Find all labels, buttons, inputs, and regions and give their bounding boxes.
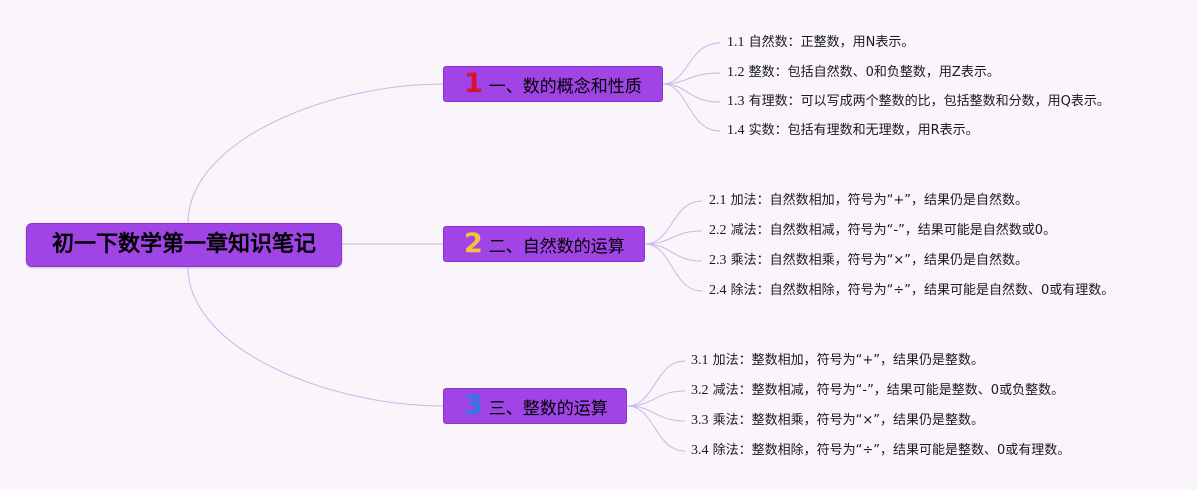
connector-branch-2-leaf-2 [644, 230, 703, 245]
branch-topic-2[interactable]: 2 二、自然数的运算 [443, 226, 645, 262]
leaf-text: 实数：包括有理数和无理数，用R表示。 [748, 123, 979, 138]
connector-branch-3-leaf-3 [626, 405, 686, 422]
leaf-topic-2-3[interactable]: 2.3 乘法：自然数相乘，符号为“×”，结果仍是自然数。 [709, 253, 1028, 269]
leaf-number: 2.4 [709, 283, 727, 298]
branch-title-1: 一、数的概念和性质 [488, 76, 642, 97]
leaf-topic-3-1[interactable]: 3.1 加法：整数相加，符号为“+”，结果仍是整数。 [691, 353, 984, 369]
connector-root-branch-1 [187, 83, 444, 224]
leaf-topic-2-4[interactable]: 2.4 除法：自然数相除，符号为“÷”，结果可能是自然数、0或有理数。 [709, 283, 1114, 299]
branch-title-3: 三、整数的运算 [488, 398, 608, 419]
leaf-text: 减法：自然数相减，符号为“-”，结果可能是自然数或0。 [730, 223, 1057, 238]
leaf-topic-1-1[interactable]: 1.1 自然数：正整数，用N表示。 [727, 35, 914, 51]
leaf-text: 乘法：整数相乘，符号为“×”，结果仍是整数。 [712, 413, 985, 428]
connector-branch-1-leaf-4 [662, 83, 721, 132]
leaf-number: 2.3 [709, 253, 727, 268]
leaf-text: 除法：自然数相除，符号为“÷”，结果可能是自然数、0或有理数。 [730, 283, 1115, 298]
leaf-text: 加法：整数相加，符号为“+”，结果仍是整数。 [712, 353, 985, 368]
leaf-text: 有理数：可以写成两个整数的比，包括整数和分数，用Q表示。 [748, 94, 1110, 109]
leaf-number: 1.2 [727, 65, 745, 80]
leaf-topic-3-3[interactable]: 3.3 乘法：整数相乘，符号为“×”，结果仍是整数。 [691, 413, 984, 429]
branch-number-1: 1 [464, 67, 483, 99]
connector-branch-3-leaf-4 [626, 405, 686, 452]
connector-branch-1-leaf-1 [662, 42, 721, 85]
leaf-topic-2-2[interactable]: 2.2 减法：自然数相减，符号为“-”，结果可能是自然数或0。 [709, 223, 1056, 239]
connector-branch-2-leaf-4 [644, 243, 703, 292]
leaf-text: 加法：自然数相加，符号为“+”，结果仍是自然数。 [730, 193, 1029, 208]
branch-number-3: 3 [464, 389, 483, 421]
leaf-text: 整数：包括自然数、0和负整数，用Z表示。 [748, 65, 1000, 80]
leaf-number: 3.1 [691, 353, 709, 368]
leaf-topic-1-4[interactable]: 1.4 实数：包括有理数和无理数，用R表示。 [727, 123, 979, 139]
connector-branch-3-leaf-1 [626, 360, 686, 407]
leaf-topic-3-4[interactable]: 3.4 除法：整数相除，符号为“÷”，结果可能是整数、0或有理数。 [691, 443, 1070, 459]
connector-branch-3-leaf-2 [626, 390, 686, 407]
leaf-text: 除法：整数相除，符号为“÷”，结果可能是整数、0或有理数。 [712, 443, 1071, 458]
leaf-number: 1.4 [727, 123, 745, 138]
leaf-topic-2-1[interactable]: 2.1 加法：自然数相加，符号为“+”，结果仍是自然数。 [709, 193, 1028, 209]
leaf-number: 3.3 [691, 413, 709, 428]
root-topic[interactable]: 初一下数学第一章知识笔记 [26, 223, 342, 267]
branch-topic-1[interactable]: 1 一、数的概念和性质 [443, 66, 663, 102]
leaf-number: 2.2 [709, 223, 727, 238]
connector-branch-2-leaf-3 [644, 243, 703, 262]
leaf-text: 自然数：正整数，用N表示。 [748, 35, 915, 50]
leaf-number: 3.2 [691, 383, 709, 398]
leaf-topic-1-3[interactable]: 1.3 有理数：可以写成两个整数的比，包括整数和分数，用Q表示。 [727, 94, 1110, 110]
branch-topic-3[interactable]: 3 三、整数的运算 [443, 388, 627, 424]
branch-title-2: 二、自然数的运算 [488, 236, 625, 257]
branch-number-2: 2 [464, 227, 483, 259]
leaf-topic-3-2[interactable]: 3.2 减法：整数相减，符号为“-”，结果可能是整数、0或负整数。 [691, 383, 1064, 399]
leaf-text: 减法：整数相减，符号为“-”，结果可能是整数、0或负整数。 [712, 383, 1065, 398]
leaf-number: 3.4 [691, 443, 709, 458]
leaf-number: 2.1 [709, 193, 727, 208]
leaf-topic-1-2[interactable]: 1.2 整数：包括自然数、0和负整数，用Z表示。 [727, 65, 1000, 81]
connector-branch-2-leaf-1 [644, 200, 703, 245]
connector-branch-1-leaf-2 [662, 72, 721, 85]
connector-root-branch-3 [187, 266, 444, 407]
leaf-text: 乘法：自然数相乘，符号为“×”，结果仍是自然数。 [730, 253, 1029, 268]
connector-branch-1-leaf-3 [662, 83, 721, 103]
leaf-number: 1.3 [727, 94, 745, 109]
leaf-number: 1.1 [727, 35, 745, 50]
